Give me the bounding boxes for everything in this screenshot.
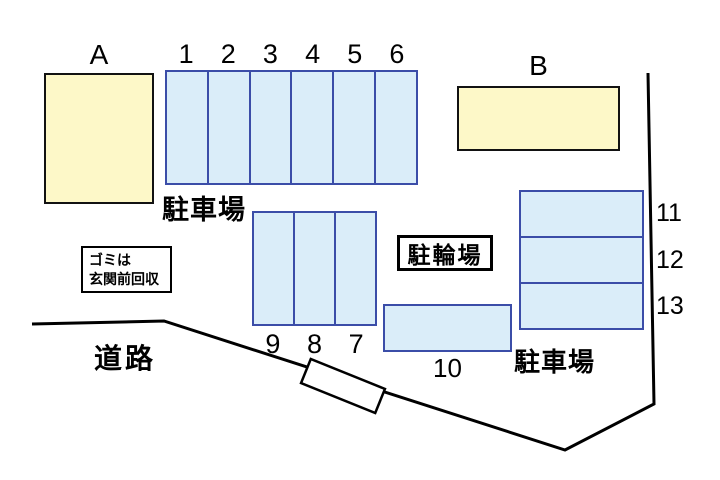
space-number-4: 4: [305, 39, 321, 69]
lot-top-space-numbers: 1 2 3 4 5 6: [165, 39, 418, 69]
parking-space-1: [167, 72, 207, 183]
parking-space-10: [383, 304, 512, 352]
space-number-10: 10: [433, 353, 462, 383]
lot-right-block: [519, 190, 644, 330]
parking-space-7: [334, 213, 375, 324]
space-number-11: 11: [656, 198, 682, 227]
gate-marker: [299, 357, 387, 415]
space-number-6: 6: [389, 39, 405, 69]
space-number-1: 1: [178, 39, 194, 69]
parking-space-6: [374, 72, 416, 183]
space-number-2: 2: [220, 39, 236, 69]
lot-top-block: [165, 70, 418, 185]
space-number-3: 3: [262, 39, 278, 69]
space-number-13: 13: [656, 292, 684, 321]
parking-space-13: [521, 282, 642, 328]
lot-mid-space-numbers: 9 8 7: [252, 329, 377, 359]
parking-space-2: [206, 72, 249, 183]
garbage-note-line2: 玄関前回収: [89, 271, 159, 287]
space-number-9: 9: [265, 329, 281, 359]
road-label: 道路: [94, 343, 157, 374]
site-boundary-road-line: [31, 72, 656, 452]
building-b-label: B: [529, 50, 548, 81]
space-number-5: 5: [347, 39, 363, 69]
parking-space-3: [248, 72, 291, 183]
lot-right-caption: 駐車場: [514, 347, 596, 377]
bicycle-parking-sign: 駐輪場: [397, 235, 493, 271]
parking-space-8: [293, 213, 334, 324]
parking-space-12: [521, 236, 642, 282]
parking-space-9: [254, 213, 293, 324]
garbage-note-line1: ゴミは: [89, 252, 131, 268]
space-number-7: 7: [348, 329, 364, 359]
lot-right-space-numbers: 11 12 13: [656, 190, 684, 330]
space-number-8: 8: [306, 329, 323, 359]
parking-space-5: [332, 72, 374, 183]
garbage-note-box: ゴミは 玄関前回収: [81, 246, 172, 293]
lot-mid-block: [252, 211, 377, 326]
space-number-12: 12: [656, 245, 684, 274]
building-a-label: A: [89, 39, 109, 70]
building-a: [44, 73, 154, 204]
parking-space-4: [290, 72, 332, 183]
building-b: [457, 86, 620, 151]
lot-top-caption: 駐車場: [162, 195, 246, 225]
parking-space-11: [521, 192, 642, 236]
